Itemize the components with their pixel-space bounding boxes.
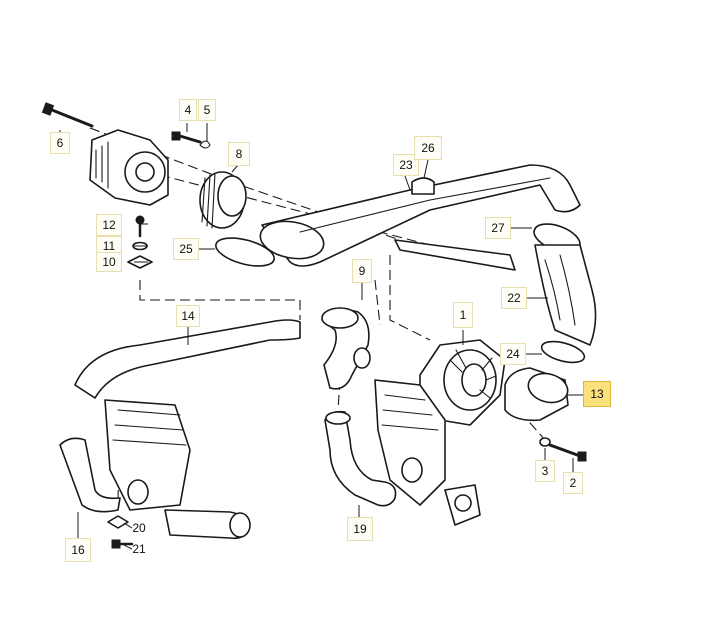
hose-22 [533,223,597,346]
support-bracket [394,239,516,271]
callout-3: 3 [535,460,555,482]
clamp-24 [540,340,586,364]
callout-23: 23 [393,154,419,176]
callout-24: 24 [500,343,526,365]
screw-4 [171,131,202,144]
callout-12: 12 [96,214,122,236]
callout-6: 6 [50,132,70,154]
hose-14 [74,319,301,399]
hose-9 [321,307,371,390]
callout-22: 22 [501,287,527,309]
clamp-25 [215,237,275,267]
heat-exchanger-right [374,379,481,526]
bolt-6 [41,102,94,128]
clip-5 [199,140,211,149]
duct-23 [259,164,581,267]
callout-21: 21 [132,542,146,556]
callout-10: 10 [96,252,122,272]
nut-20 [107,515,129,529]
callout-2: 2 [563,472,583,494]
callout-26: 26 [414,136,442,160]
callout-14: 14 [176,305,200,327]
filter-8 [199,171,247,229]
callout-4: 4 [179,99,197,121]
callout-8: 8 [228,142,250,166]
adapter-13 [504,367,569,422]
callout-16: 16 [65,538,91,562]
callout-1: 1 [453,302,473,328]
heat-exchanger-left [59,399,251,540]
callout-5: 5 [198,99,216,121]
callout-13: 13 [583,381,611,407]
blower-1 [419,339,506,426]
callout-20: 20 [132,521,146,535]
callout-25: 25 [173,238,199,260]
screw-21 [111,539,134,549]
clip-26 [411,177,435,195]
callout-19: 19 [347,517,373,541]
bolt-2 [548,443,587,462]
callout-9: 9 [352,259,372,283]
screw-12 [135,215,145,238]
alternator [89,129,169,206]
washer-3 [539,437,551,447]
callout-27: 27 [485,217,511,239]
hose-19 [324,410,397,507]
